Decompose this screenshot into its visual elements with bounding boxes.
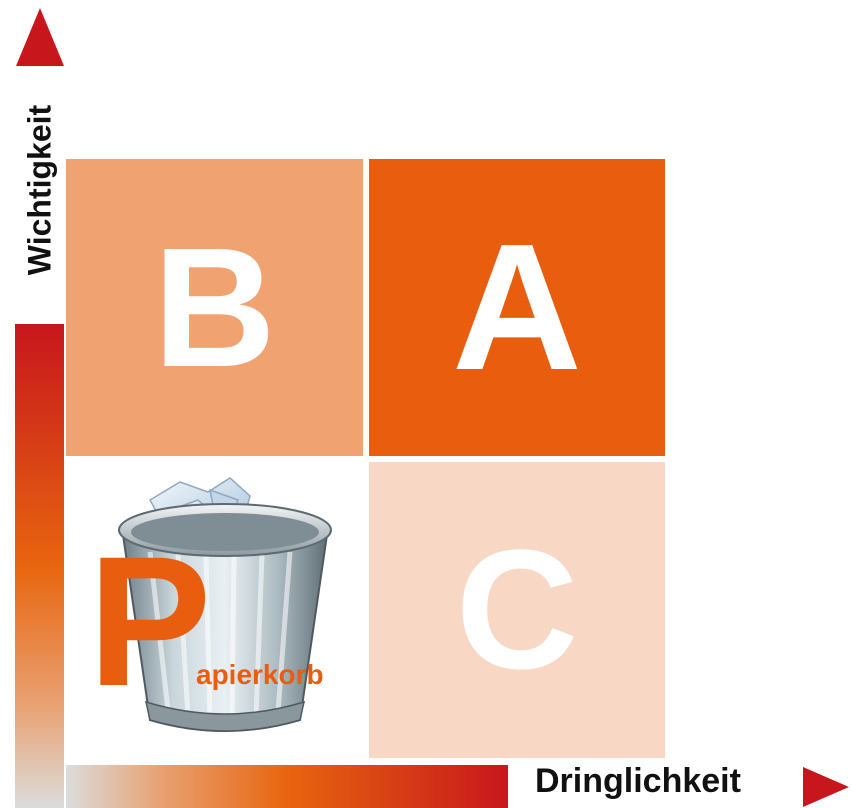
quadrant-b: B bbox=[66, 159, 363, 456]
up-arrow-icon bbox=[16, 8, 64, 66]
right-arrow-icon bbox=[803, 767, 849, 807]
papierkorb-letter: P bbox=[88, 519, 212, 725]
quadrant-c: C bbox=[369, 462, 665, 758]
quadrant-a: A bbox=[369, 159, 665, 456]
papierkorb-label: apierkorb bbox=[196, 659, 324, 690]
quadrant-a-letter: A bbox=[452, 206, 582, 408]
vertical-gradient-bar bbox=[15, 324, 64, 808]
trash-can-icon bbox=[118, 477, 332, 732]
quadrant-c-letter: C bbox=[455, 515, 579, 705]
horizontal-gradient-bar bbox=[66, 765, 508, 808]
horizontal-axis-label: Dringlichkeit bbox=[535, 762, 741, 800]
quadrant-b-letter: B bbox=[153, 212, 276, 403]
vertical-axis-label: Wichtigkeit bbox=[21, 104, 58, 276]
